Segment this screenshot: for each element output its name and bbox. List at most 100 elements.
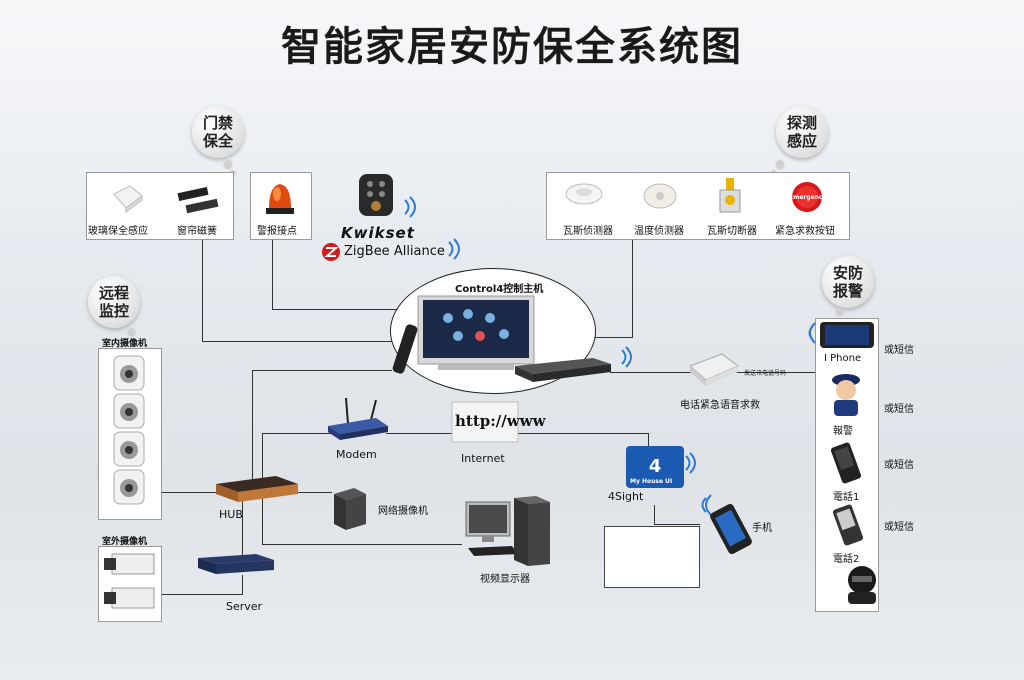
connector-line [654, 505, 655, 525]
phone-dialer-icon [689, 353, 739, 386]
controller-box-icon[interactable] [515, 356, 611, 382]
bubble-dot [776, 160, 784, 168]
kwikset-logo-text: Kwikset [341, 224, 415, 242]
gas-cutoff-icon [719, 178, 741, 213]
modem-icon [328, 397, 388, 440]
connector-line [162, 492, 218, 493]
connector-line [162, 594, 242, 595]
hub-icon [216, 476, 298, 502]
svg-text:4: 4 [649, 456, 662, 477]
window-magnet-icon [177, 186, 219, 214]
outdoor-camera-icon [104, 587, 155, 609]
connector-line [296, 492, 332, 493]
bubble-access-label: 门禁保全 [202, 114, 233, 150]
bubble-dot [224, 160, 232, 168]
indoor-camera-icon [113, 469, 145, 505]
iphone-icon [820, 322, 874, 348]
http-text: http://www [455, 412, 546, 430]
indoor-camera-label: 室内摄像机 [102, 339, 148, 349]
or-sms-label: 或短信 [884, 345, 914, 356]
glass-sensor-label: 玻璃保全感应 [88, 226, 148, 237]
connector-line [252, 370, 253, 482]
connector-line [632, 238, 633, 338]
bubble-dot [836, 308, 843, 315]
blank-screen-frame [604, 526, 700, 588]
network-camera-label: 网络摄像机 [378, 506, 428, 517]
zigbee-logo-icon [322, 243, 340, 261]
phone-alarm-label: 电话紧急语音求救 [680, 400, 760, 411]
connector-line [262, 433, 332, 434]
siren-icon [266, 184, 294, 214]
wireless-signal-icon [621, 346, 632, 368]
burglar-icon [848, 566, 876, 604]
bubble-remote-monitor: 远程监控 [88, 276, 140, 328]
connector-line [202, 341, 392, 342]
gas-detector-icon [565, 183, 603, 205]
wireless-signal-icon [448, 238, 460, 260]
outdoor-camera-icon [104, 553, 155, 575]
internet-label: Internet [461, 452, 505, 465]
mobile-phone-icon[interactable] [708, 503, 760, 556]
indoor-camera-icon [113, 431, 145, 467]
temp-detector-label: 温度侦测器 [634, 226, 684, 237]
connector-line [252, 370, 392, 371]
connector-line [272, 309, 400, 310]
glass-sensor-icon [113, 185, 143, 213]
smart-lock-icon [359, 174, 393, 216]
connector-line [272, 238, 273, 310]
wireless-signal-icon [404, 196, 416, 218]
phone1-icon [830, 442, 862, 484]
connector-line [262, 544, 462, 545]
outdoor-cameras-group [104, 553, 155, 609]
server-label: Server [226, 600, 263, 613]
connector-line [242, 575, 243, 595]
phone2-label: 電話2 [833, 554, 860, 565]
wireless-signal-icon [685, 452, 696, 474]
bubble-alarm-label: 安防报警 [832, 264, 863, 300]
dialer-small-label: 发送讯电话号码 [744, 370, 787, 377]
bubble-detection: 探测感应 [776, 106, 828, 158]
temp-detector-icon [643, 183, 677, 209]
mobile-phone-label: 手机 [752, 523, 772, 534]
my-house-ui-icon[interactable]: 4 [626, 446, 684, 488]
or-sms-label: 或短信 [884, 460, 914, 471]
window-magnet-label: 窗帘磁簧 [177, 226, 217, 237]
bubble-remote-label: 远程监控 [98, 284, 129, 320]
wireless-signal-icon [701, 494, 712, 516]
server-icon [198, 554, 274, 574]
phone2-icon [832, 504, 864, 546]
gas-cutoff-label: 瓦斯切断器 [707, 226, 757, 237]
touchscreen-tv-icon[interactable] [417, 295, 535, 372]
indoor-cameras-group [113, 355, 145, 505]
emergency-button-icon [792, 182, 822, 212]
outdoor-camera-label: 室外摄像机 [102, 537, 148, 547]
foursight-label: 4Sight [608, 490, 644, 503]
connector-line [242, 500, 243, 556]
wireless-signal-icon [808, 322, 816, 344]
modem-label: Modem [336, 448, 377, 461]
phone1-label: 電話1 [833, 492, 860, 503]
connector-line [594, 337, 632, 338]
controller-label: Control4控制主机 [455, 284, 544, 295]
police-icon [832, 374, 860, 416]
video-display-icon [465, 496, 550, 566]
bubble-detect-label: 探测感应 [786, 114, 817, 150]
or-sms-label: 或短信 [884, 522, 914, 533]
hub-label: HUB [219, 508, 243, 521]
remote-control-icon[interactable] [392, 322, 419, 378]
police-label: 報警 [833, 426, 853, 437]
or-sms-label: 或短信 [884, 404, 914, 415]
connector-line [654, 524, 700, 525]
indoor-camera-icon [113, 355, 145, 391]
connector-line [648, 433, 649, 453]
indoor-camera-icon [113, 393, 145, 429]
internet-icon [451, 401, 519, 443]
emergency-icon-text: Emergency [789, 194, 827, 201]
gas-detector-label: 瓦斯侦测器 [563, 226, 613, 237]
bubble-dot [128, 328, 135, 335]
iphone-label: I Phone [824, 353, 862, 364]
emergency-button-label: 紧急求救按钮 [775, 226, 835, 237]
connector-line [202, 238, 203, 342]
video-display-label: 视频显示器 [480, 574, 530, 585]
zigbee-logo-text: ZigBee Alliance [344, 244, 445, 259]
